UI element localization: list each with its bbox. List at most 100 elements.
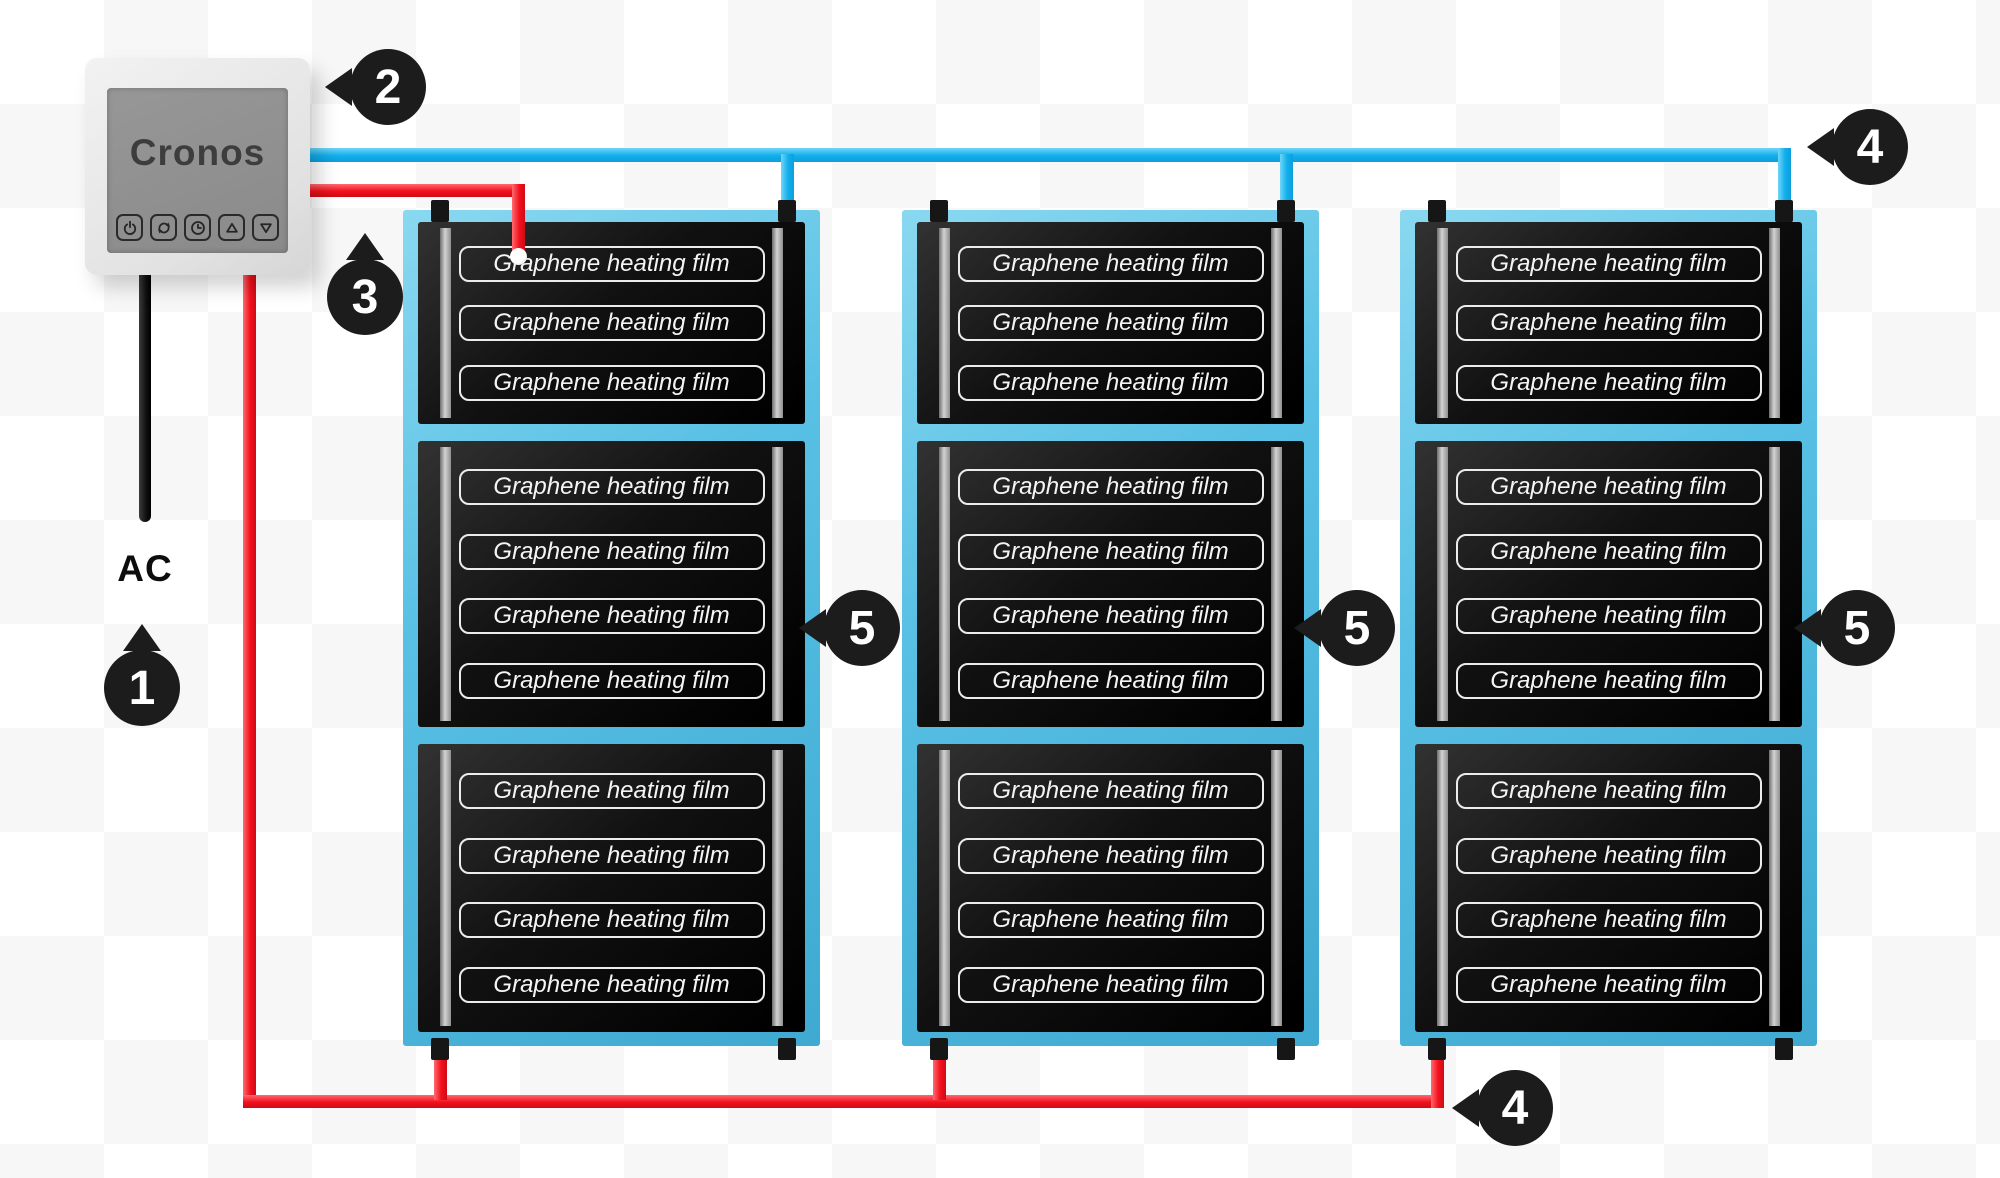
copper-busbar-right xyxy=(1769,447,1780,721)
copper-busbar-left xyxy=(1437,228,1448,418)
cycle-button xyxy=(150,214,177,241)
heating-film-strip-label: Graphene heating film xyxy=(1490,249,1727,277)
callout-4-bottom-number: 4 xyxy=(1477,1070,1553,1146)
heating-film-strip: Graphene heating film xyxy=(1455,305,1762,341)
callout-1-number: 1 xyxy=(104,650,180,726)
copper-busbar-left xyxy=(440,228,451,418)
heating-film-strip-label: Graphene heating film xyxy=(992,971,1229,999)
red-riser-panel-1 xyxy=(434,1058,447,1100)
copper-busbar-right xyxy=(1271,447,1282,721)
callout-4-bottom-arrow-left-icon xyxy=(1452,1089,1479,1127)
heating-film-strip: Graphene heating film xyxy=(957,967,1264,1004)
thermostat-buttons xyxy=(115,214,280,241)
callout-5-panel-3-number: 5 xyxy=(1819,590,1895,666)
thermostat: Cronos xyxy=(85,58,310,275)
timer-button xyxy=(184,214,211,241)
copper-busbar-right xyxy=(1271,750,1282,1026)
callout-4-top-arrow-left-icon xyxy=(1807,128,1834,166)
ac-label: AC xyxy=(117,548,173,589)
heating-film-strip-label: Graphene heating film xyxy=(992,309,1229,336)
heating-film-strip-label: Graphene heating film xyxy=(1490,602,1727,630)
heating-film-strip-label: Graphene heating film xyxy=(992,368,1229,396)
cycle-icon xyxy=(155,219,173,237)
decrease-button xyxy=(252,214,279,241)
heating-film-strip: Graphene heating film xyxy=(957,598,1264,635)
heating-film-strip-label: Graphene heating film xyxy=(493,841,730,869)
heating-film-strip: Graphene heating film xyxy=(458,245,765,282)
heating-film-strip-label: Graphene heating film xyxy=(1490,666,1727,694)
heating-film-strip: Graphene heating film xyxy=(1455,533,1762,570)
red-riser-panel-3 xyxy=(1431,1058,1444,1108)
copper-busbar-right xyxy=(772,750,783,1026)
heating-film-strip-label: Graphene heating film xyxy=(992,841,1229,869)
blue-drop-panel-3 xyxy=(1778,148,1791,212)
red-branch-drop xyxy=(512,184,525,258)
heating-film-strip-label: Graphene heating film xyxy=(1490,776,1727,804)
heating-film-strip-label: Graphene heating film xyxy=(493,473,730,501)
copper-busbar-left xyxy=(939,228,950,418)
panel-3-terminal-bottom-right xyxy=(1775,1038,1793,1060)
callout-2: 2 xyxy=(325,49,426,125)
heating-film-strip: Graphene heating film xyxy=(1455,469,1762,506)
callout-5-panel-1-number: 5 xyxy=(824,590,900,666)
panel-2-terminal-bottom-left xyxy=(930,1038,948,1060)
callout-5-panel-2-number: 5 xyxy=(1319,590,1395,666)
heating-film-strip-label: Graphene heating film xyxy=(493,971,730,999)
callout-5-panel-3: 5 xyxy=(1794,590,1895,666)
copper-busbar-right xyxy=(772,447,783,721)
callout-5-panel-2-arrow-left-icon xyxy=(1294,609,1321,647)
panel-1-terminal-top-left xyxy=(431,200,449,222)
callout-1: 1 xyxy=(104,624,180,726)
callout-2-number: 2 xyxy=(350,49,426,125)
power-icon xyxy=(121,219,139,237)
copper-busbar-left xyxy=(1437,750,1448,1026)
heating-film-strip-label: Graphene heating film xyxy=(493,666,730,694)
copper-busbar-right xyxy=(1271,228,1282,418)
copper-busbar-right xyxy=(1769,228,1780,418)
callout-2-arrow-left-icon xyxy=(325,68,352,106)
heating-film-strip-label: Graphene heating film xyxy=(992,666,1229,694)
thermostat-brand: Cronos xyxy=(129,132,266,173)
copper-busbar-left xyxy=(1437,447,1448,721)
callout-3-number: 3 xyxy=(327,259,403,335)
panel-3-terminal-bottom-left xyxy=(1428,1038,1446,1060)
copper-busbar-left xyxy=(440,750,451,1026)
heating-film-strip: Graphene heating film xyxy=(957,772,1264,809)
red-riser-panel-2 xyxy=(933,1058,946,1100)
callout-3-arrow-up-icon xyxy=(346,233,384,260)
heating-film-strip-label: Graphene heating film xyxy=(493,906,730,934)
heating-film-strip: Graphene heating film xyxy=(458,902,765,939)
heating-film-strip-label: Graphene heating film xyxy=(1490,309,1727,336)
panel-1-terminal-bottom-left xyxy=(431,1038,449,1060)
heating-film-strip-label: Graphene heating film xyxy=(992,249,1229,277)
copper-busbar-left xyxy=(939,750,950,1026)
heating-film-strip: Graphene heating film xyxy=(1455,772,1762,809)
heating-film-strip: Graphene heating film xyxy=(957,364,1264,401)
callout-4-top-number: 4 xyxy=(1832,109,1908,185)
heating-film-strip-label: Graphene heating film xyxy=(493,368,730,396)
blue-drop-panel-2 xyxy=(1280,154,1293,212)
heating-film-strip-label: Graphene heating film xyxy=(1490,537,1727,565)
panel-2-terminal-bottom-right xyxy=(1277,1038,1295,1060)
increase-button xyxy=(218,214,245,241)
heating-film-strip-label: Graphene heating film xyxy=(992,473,1229,501)
blue-drop-panel-1 xyxy=(781,154,794,212)
copper-busbar-right xyxy=(772,228,783,418)
heating-film-strip: Graphene heating film xyxy=(1455,837,1762,874)
copper-busbar-left xyxy=(939,447,950,721)
heating-film-strip: Graphene heating film xyxy=(458,598,765,635)
heating-film-strip-label: Graphene heating film xyxy=(493,249,730,277)
heating-film-strip: Graphene heating film xyxy=(1455,598,1762,635)
heating-film-strip: Graphene heating film xyxy=(458,662,765,699)
blue-bus-wire xyxy=(300,148,1791,162)
